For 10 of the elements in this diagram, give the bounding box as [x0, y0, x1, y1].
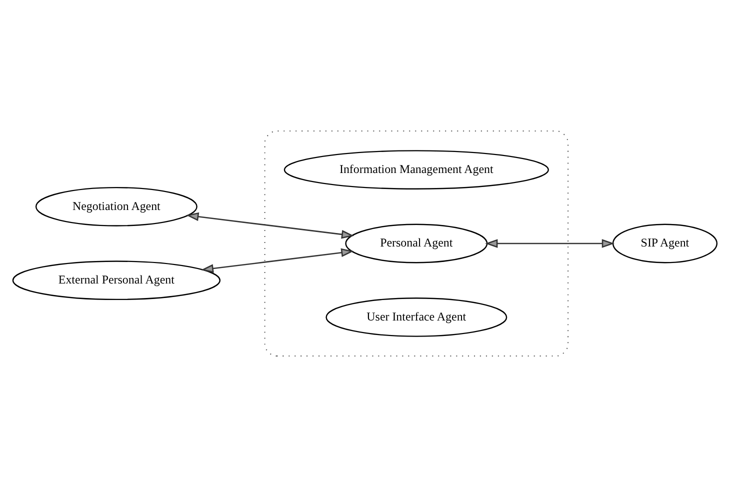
node-ellipse: Information Management Agent	[284, 150, 549, 190]
cluster	[264, 130, 569, 357]
arrow	[200, 248, 354, 273]
node-ellipse: Personal Agent	[345, 224, 488, 264]
node-ellipse: SIP Agent	[612, 224, 718, 264]
node-ellipse: User Interface Agent	[326, 298, 508, 337]
node-ellipse: Negotiation Agent	[35, 186, 198, 226]
node-ellipse: External Personal Agent	[12, 260, 221, 300]
arrow	[186, 212, 354, 239]
arrow	[485, 239, 614, 248]
